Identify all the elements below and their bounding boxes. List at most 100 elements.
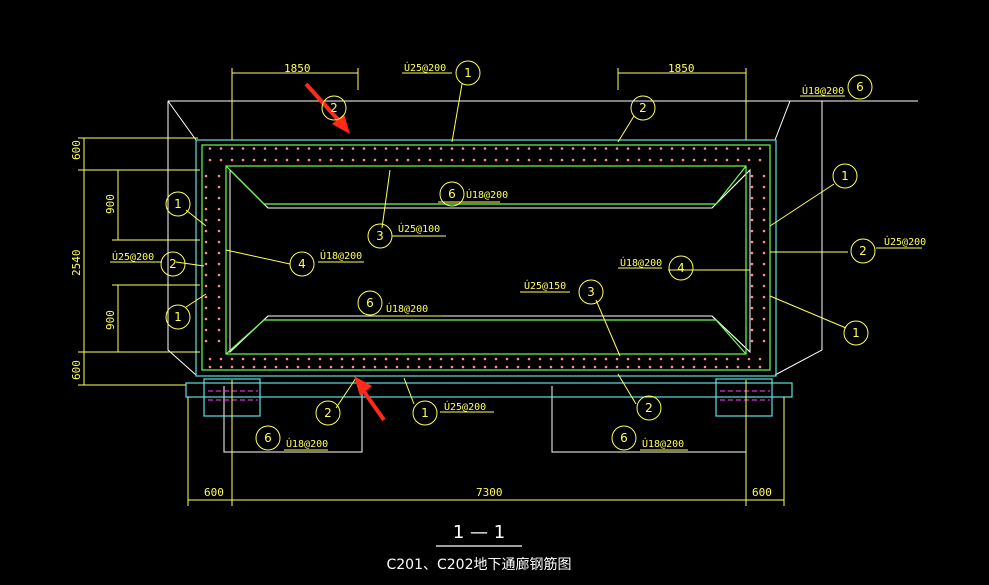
rebar-dots	[204, 147, 766, 369]
rebar-dot	[483, 147, 487, 150]
rebar-dot	[750, 295, 754, 299]
rebar-dot	[204, 251, 208, 255]
rebar-dot	[494, 158, 498, 162]
rebar-dot	[750, 251, 754, 255]
rebar-dot	[252, 158, 256, 162]
rebar-dot	[494, 357, 498, 361]
rebar-dot	[516, 357, 520, 361]
rebar-dot	[307, 365, 311, 369]
marker-6-right: 6	[856, 80, 864, 94]
rebar-dot	[219, 158, 223, 162]
rebar-dot	[762, 328, 766, 332]
rebar-dot	[527, 147, 531, 150]
rebar-dot	[571, 147, 575, 150]
rebar-dot	[329, 158, 333, 162]
marker-1-right-bottom: 1	[852, 326, 860, 340]
rebar-label-bottom-6-left: Ú18@200	[286, 437, 328, 450]
rebar-dot	[362, 147, 366, 150]
rebar-dot	[307, 357, 311, 361]
rebar-dot	[252, 357, 256, 361]
rebar-dot	[263, 147, 267, 150]
rebar-dot	[252, 147, 256, 150]
rebar-dot	[373, 357, 377, 361]
rebar-dot	[296, 147, 300, 150]
rebar-dot	[549, 158, 553, 162]
rebar-dot	[373, 158, 377, 162]
rebar-dot	[516, 147, 520, 150]
rebar-dot	[762, 229, 766, 233]
rebar-dot	[762, 295, 766, 299]
rebar-dot	[670, 365, 674, 369]
rebar-dot	[217, 196, 221, 200]
rebar-dot	[648, 147, 652, 150]
rebar-dot	[593, 357, 597, 361]
rebar-dot	[384, 158, 388, 162]
rebar-dot	[736, 158, 740, 162]
dim-top-right: 1850	[668, 62, 695, 75]
rebar-dot	[362, 357, 366, 361]
rebar-dot	[439, 147, 443, 150]
rebar-dot	[750, 207, 754, 211]
rebar-dot	[439, 365, 443, 369]
rebar-dot	[208, 365, 212, 369]
rebar-dot	[615, 158, 619, 162]
rebar-dot	[439, 357, 443, 361]
marker-1-top: 1	[464, 66, 472, 80]
rebar-dot	[274, 158, 278, 162]
rebar-dot	[472, 365, 476, 369]
section-title: 1 — 1	[453, 522, 505, 543]
rebar-label-right-6: Ú18@200	[802, 84, 844, 97]
rebar-dot	[362, 365, 366, 369]
rebar-dot	[648, 365, 652, 369]
rebar-dot	[241, 365, 245, 369]
rebar-dot	[230, 158, 234, 162]
rebar-dot	[538, 147, 542, 150]
rebar-dot	[395, 357, 399, 361]
rebar-dot	[762, 339, 766, 343]
rebar-dot	[219, 365, 223, 369]
rebar-dot	[527, 158, 531, 162]
rebar-dot	[670, 357, 674, 361]
rebar-dot	[604, 147, 608, 150]
rebar-dot	[384, 147, 388, 150]
rebar-dot	[626, 357, 630, 361]
rebar-dot	[762, 284, 766, 288]
rebar-dot	[217, 295, 221, 299]
rebar-dot	[318, 158, 322, 162]
rebar-dot	[516, 365, 520, 369]
rebar-dot	[461, 365, 465, 369]
rebar-dot	[648, 357, 652, 361]
rebar-dot	[762, 262, 766, 266]
rebar-dot	[626, 365, 630, 369]
rebar-dot	[659, 365, 663, 369]
marker-6-bottom-left: 6	[264, 431, 272, 445]
rebar-dot	[296, 357, 300, 361]
rebar-label-inner-3-right: Ú25@150	[524, 279, 566, 292]
rebar-dot	[217, 174, 221, 178]
rebar-dot	[659, 158, 663, 162]
rebar-dot	[318, 357, 322, 361]
rebar-dot	[747, 158, 751, 162]
rebar-dot	[450, 357, 454, 361]
rebar-dot	[483, 357, 487, 361]
rebar-dot	[659, 357, 663, 361]
rebar-dot	[340, 357, 344, 361]
rebar-label-top-1: Ú25@200	[404, 61, 446, 74]
rebar-dot	[615, 357, 619, 361]
rebar-dot	[582, 357, 586, 361]
rebar-dot	[659, 147, 663, 150]
rebar-dot	[527, 365, 531, 369]
rebar-dot	[681, 357, 685, 361]
rebar-label-inner-6-bottom: Ú18@200	[386, 302, 428, 315]
rebar-dot	[351, 158, 355, 162]
rebar-dot	[714, 357, 718, 361]
rebar-dot	[692, 357, 696, 361]
rebar-dot	[318, 365, 322, 369]
rebar-dot	[204, 207, 208, 211]
rebar-dot	[230, 147, 234, 150]
rebar-dot	[747, 365, 751, 369]
rebar-dot	[461, 357, 465, 361]
rebar-dot	[758, 158, 762, 162]
rebar-dot	[714, 365, 718, 369]
rebar-dot	[406, 158, 410, 162]
